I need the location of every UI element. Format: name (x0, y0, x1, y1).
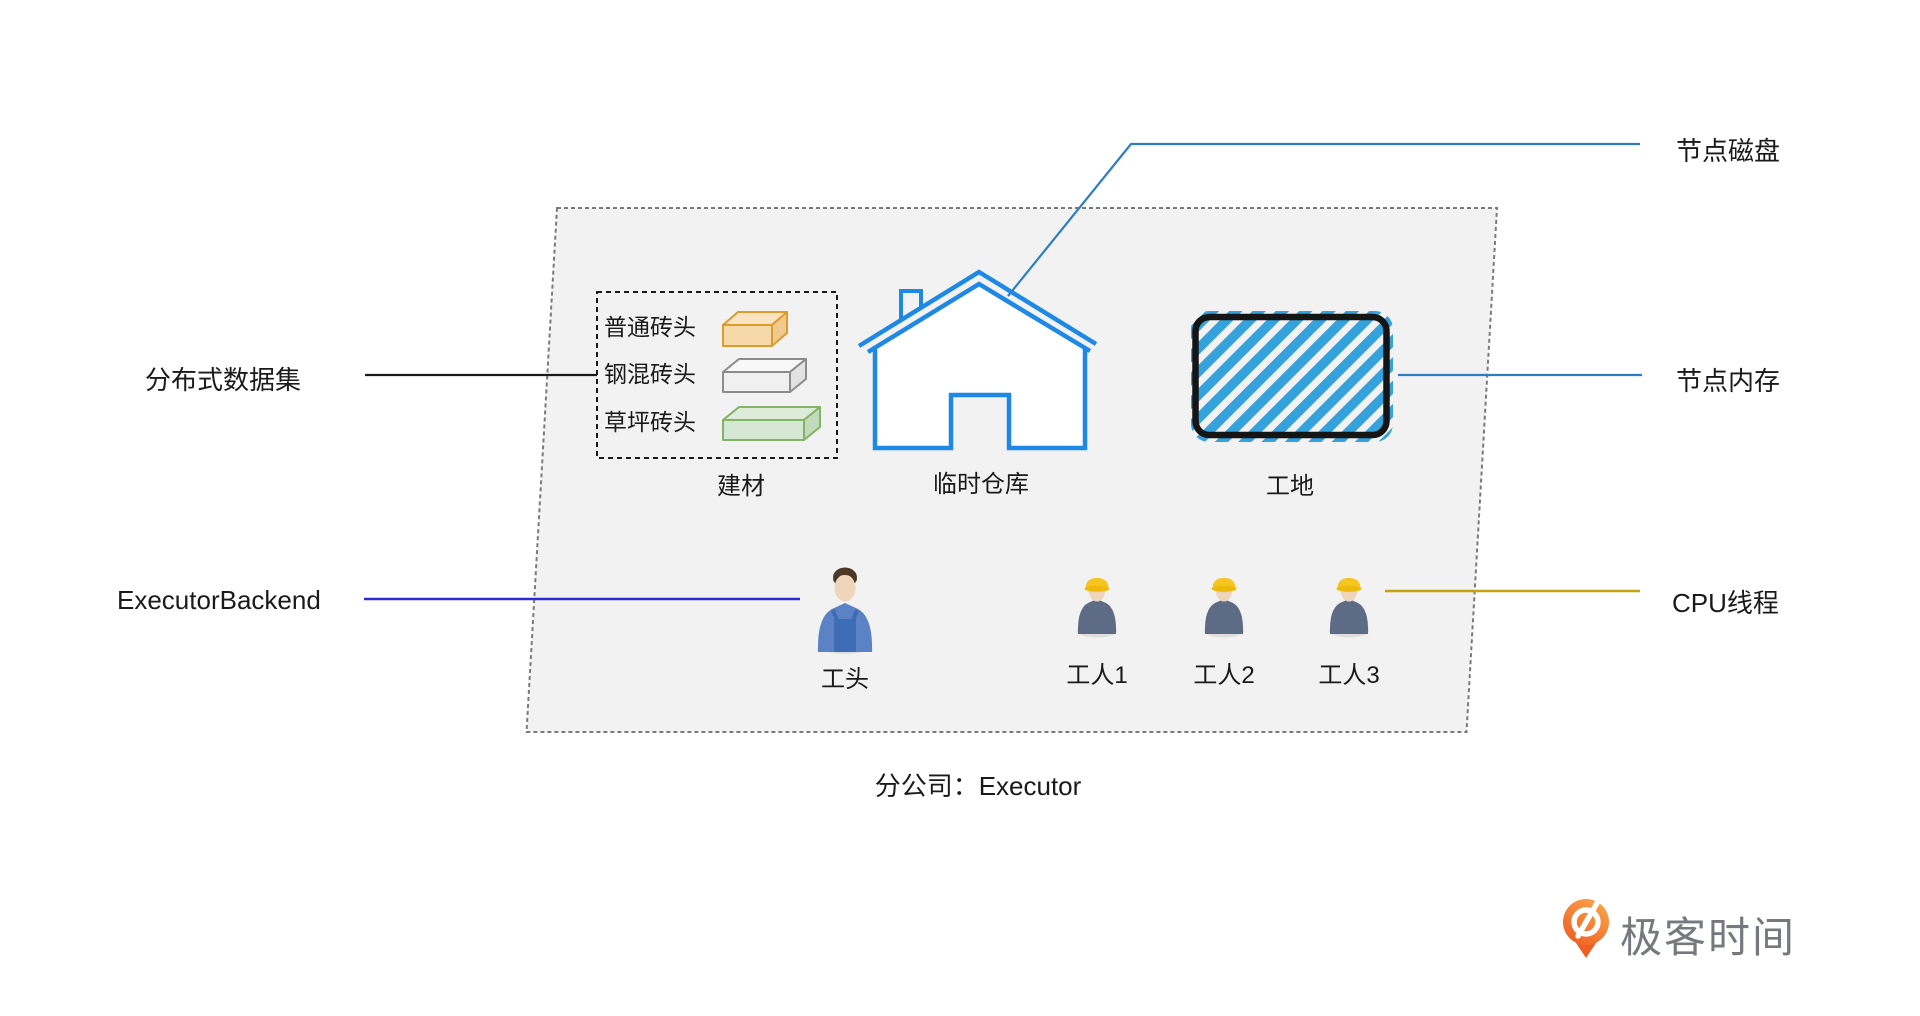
logo-pin-tail (1574, 940, 1598, 958)
site-hatch-stripes (1191, 311, 1393, 442)
house-walls (872, 349, 1088, 451)
worker1-icon (1077, 578, 1117, 638)
label-materials: 建材 (717, 473, 765, 500)
label-node-memory: 节点内存 (1676, 366, 1781, 396)
foreman-fringe (833, 569, 857, 581)
foreman-face (834, 574, 856, 602)
house-roof-inner (866, 281, 1092, 354)
logo-ring (1571, 907, 1601, 937)
label-brick-common: 普通砖头 (604, 314, 696, 340)
house-roof-outer (857, 269, 1098, 348)
site-sketch-border (1192, 313, 1390, 439)
house-fill (875, 284, 1085, 448)
worker-helmet-brim (1084, 585, 1110, 592)
site-hatched-rect (1191, 311, 1393, 442)
worker2-icon (1204, 578, 1244, 638)
label-brick-concrete: 钢混砖头 (604, 361, 696, 387)
worker3-icon (1329, 578, 1369, 638)
worker-torso (1329, 599, 1369, 634)
worker-helmet-icon (1085, 578, 1109, 589)
label-worker2: 工人2 (1193, 662, 1255, 689)
brick-common-icon (722, 311, 788, 347)
label-brick-lawn: 草坪砖头 (604, 409, 696, 435)
label-site: 工地 (1266, 473, 1314, 500)
geektime-logo-text: 极客时间 (1620, 914, 1797, 961)
connector-disk-line (1007, 142, 1640, 297)
label-executorbackend: ExecutorBackend (117, 585, 321, 615)
worker-helmet-icon (1212, 578, 1236, 589)
worker-torso (1204, 599, 1244, 634)
foreman-strap-left (831, 609, 840, 624)
label-warehouse: 临时仓库 (933, 471, 1029, 498)
label-distributed-dataset: 分布式数据集 (145, 365, 302, 395)
brick-concrete-icon (722, 358, 807, 393)
executor-caption: 分公司：Executor (874, 771, 1082, 801)
house-chimney (899, 289, 923, 320)
label-cpu-thread: CPU线程 (1672, 588, 1779, 618)
label-worker3: 工人3 (1318, 662, 1380, 689)
worker-helmet-brim (1211, 585, 1237, 592)
foreman-overalls-bib (834, 619, 856, 652)
brick-lawn-icon (722, 406, 821, 441)
warehouse-house-icon (857, 269, 1098, 451)
worker-torso (1077, 599, 1117, 634)
logo-slash (1575, 900, 1600, 939)
worker-helmet-icon (1337, 578, 1361, 589)
geektime-logo-icon (1563, 899, 1609, 958)
worker-helmet-brim (1336, 585, 1362, 592)
foreman-icon (817, 567, 873, 654)
label-foreman: 工头 (821, 666, 869, 693)
label-worker1: 工人1 (1066, 662, 1128, 689)
foreman-strap-right (850, 609, 859, 624)
label-node-disk: 节点磁盘 (1676, 136, 1781, 166)
